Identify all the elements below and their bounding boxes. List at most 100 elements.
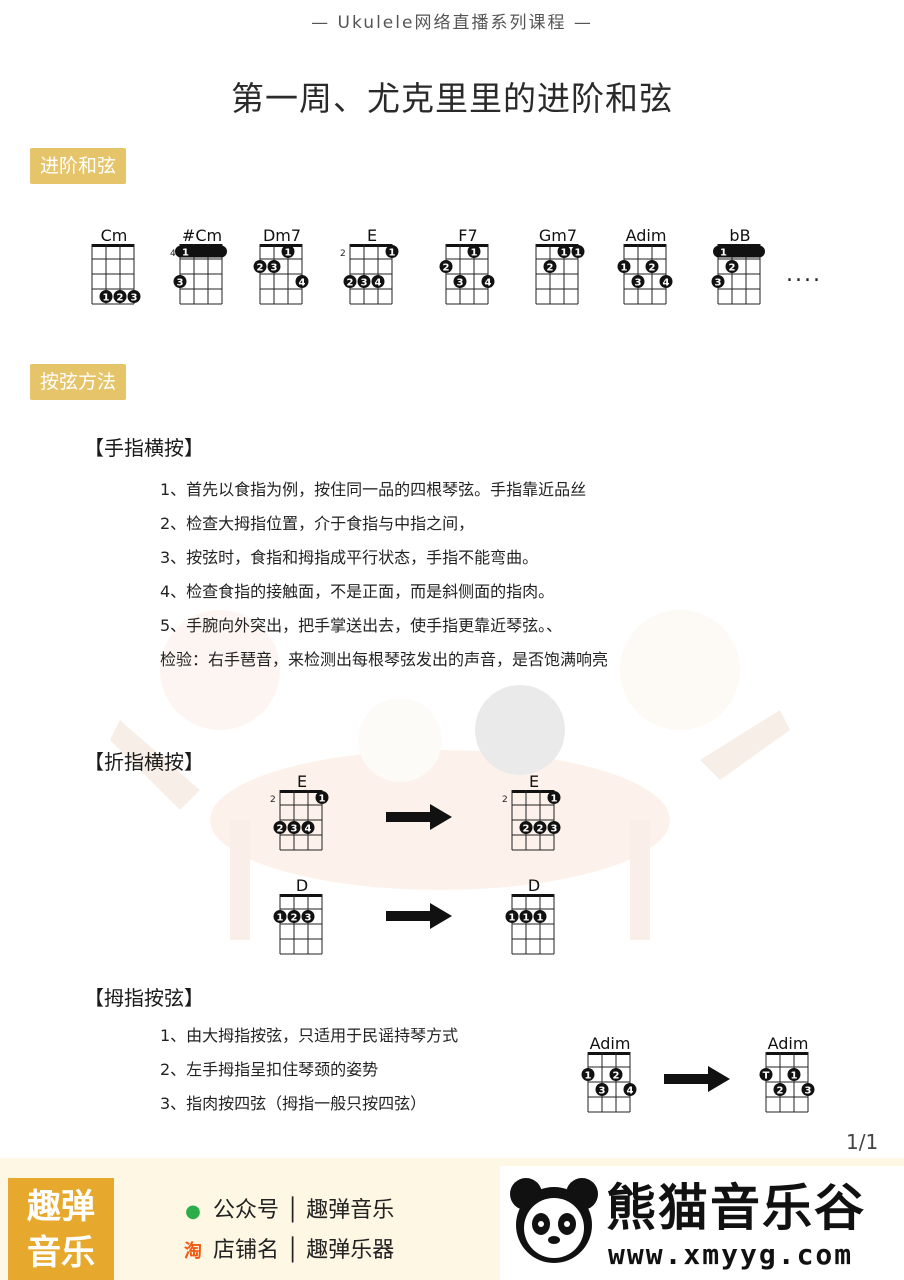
background-illustration	[110, 610, 790, 940]
chord-dot-label: 1	[561, 248, 568, 259]
section-tag-pressing-methods: 按弦方法	[30, 364, 127, 400]
chord-name: Dm7	[262, 226, 302, 245]
chord-dot-label: 2	[277, 824, 284, 835]
list-item: 3、指肉按四弦（拇指一般只按四弦）	[160, 1094, 427, 1113]
chord-dot	[631, 275, 645, 288]
chord-name: E	[296, 772, 308, 791]
panda-logo-icon	[510, 1178, 598, 1263]
chord-dot-label: 1	[575, 248, 582, 259]
wechat-text: 公众号 │ 趣弹音乐	[213, 1198, 395, 1223]
chord-dot	[617, 260, 631, 273]
chord-name: Cm	[100, 226, 128, 245]
chord-dot	[759, 1068, 773, 1081]
chord-dot	[519, 821, 533, 834]
chord-dot	[543, 260, 557, 273]
chord-fret-number: 2	[270, 795, 276, 805]
chord-dot	[273, 910, 287, 923]
chord-nut	[446, 244, 488, 247]
chord-dot-label: T	[763, 1071, 770, 1082]
chord-dot-label: 3	[805, 1086, 812, 1097]
chord-dot	[113, 290, 127, 303]
chord-barre	[713, 245, 765, 258]
chord-dot	[519, 910, 533, 923]
chord-dot-label: 1	[509, 913, 516, 924]
chord-name: E	[528, 772, 540, 791]
chord-nut	[588, 1052, 630, 1055]
folded-barre-heading: 【折指横按】	[84, 750, 204, 774]
chord-name: Adim	[589, 1034, 631, 1053]
chord-dot-label: 4	[485, 278, 492, 289]
arrow-right-icon	[386, 804, 452, 830]
chord-dot-label: 1	[471, 248, 478, 259]
chord-nut	[512, 894, 554, 897]
chord-dot-label: 1	[791, 1071, 798, 1082]
chord-dot	[267, 260, 281, 273]
chord-name: D	[527, 876, 541, 895]
shop-text: 店铺名 │ 趣弹乐器	[213, 1238, 395, 1263]
chord-dot-label: 1	[103, 293, 110, 304]
chord-dot-label: 4	[299, 278, 306, 289]
chord-dot-label: 3	[177, 278, 184, 289]
chord-dot	[287, 821, 301, 834]
chord-dot	[547, 821, 561, 834]
chord-dot-label: 2	[547, 263, 554, 274]
chord-dot	[787, 1068, 801, 1081]
chord-dot	[295, 275, 309, 288]
chord-name: bB	[729, 226, 751, 245]
chord-barre-label: 1	[720, 248, 727, 259]
chord-nut	[92, 244, 134, 247]
chord-dot-label: 2	[117, 293, 124, 304]
chord-dot	[533, 821, 547, 834]
chord-dot	[315, 791, 329, 804]
chord-name: #Cm	[181, 226, 223, 245]
brand-logo: 趣弹 音乐	[8, 1178, 114, 1280]
chord-dot	[385, 245, 399, 258]
chord-name: Adim	[625, 226, 667, 245]
finger-barre-heading: 【手指横按】	[84, 436, 204, 460]
chord-dot	[801, 1083, 815, 1096]
chord-dot	[371, 275, 385, 288]
chord-dot	[253, 260, 267, 273]
page-number: 1/1	[846, 1130, 879, 1154]
chord-dot-label: 3	[271, 263, 278, 274]
chord-nut	[280, 894, 322, 897]
chord-dot-label: 3	[361, 278, 368, 289]
chord-dot-label: 2	[649, 263, 656, 274]
chord-nut	[260, 244, 302, 247]
chord-fret-number: 2	[502, 795, 508, 805]
chord-dot	[557, 245, 571, 258]
chord-nut	[512, 790, 554, 793]
chord-dot-label: 1	[621, 263, 628, 274]
taobao-contact: 淘 店铺名 │ 趣弹乐器	[180, 1232, 394, 1264]
chord-dot-label: 2	[257, 263, 264, 274]
arrow-right-icon	[386, 903, 452, 929]
chord-dot-label: 4	[375, 278, 382, 289]
thumb-press-steps: 1、由大拇指按弦，只适用于民谣持琴方式 2、左手拇指呈扣住琴颈的姿势 3、指肉按…	[160, 1019, 458, 1121]
chord-name: D	[295, 876, 309, 895]
chord-dot-label: 1	[551, 794, 558, 805]
chord-dot-label: 1	[277, 913, 284, 924]
chord-nut	[350, 244, 392, 247]
chord-dot-label: 2	[443, 263, 450, 274]
wechat-contact: ● 公众号 │ 趣弹音乐	[180, 1192, 394, 1224]
chord-dot-label: 2	[291, 913, 298, 924]
chord-barre	[175, 245, 227, 258]
list-item: 3、按弦时，食指和拇指成平行状态，手指不能弯曲。	[160, 548, 539, 567]
chord-dot	[711, 275, 725, 288]
chord-dot-label: 2	[613, 1071, 620, 1082]
chord-dot	[301, 910, 315, 923]
chord-dot-label: 4	[305, 824, 312, 835]
chord-dot	[645, 260, 659, 273]
chord-dot-label: 3	[131, 293, 138, 304]
arrow-right-icon	[664, 1066, 730, 1092]
